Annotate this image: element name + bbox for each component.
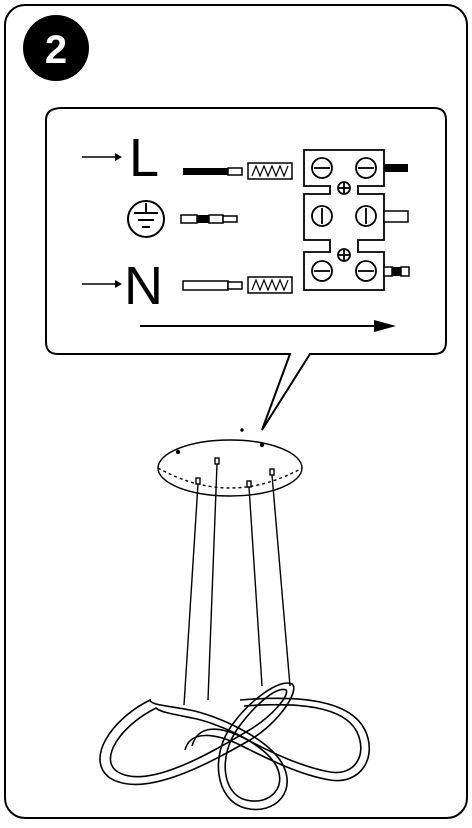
- direction-arrow: [140, 320, 396, 332]
- ground-row: [127, 200, 238, 238]
- ceiling-canopy: [157, 428, 303, 497]
- fixture-chandelier: [99, 428, 371, 811]
- suspension-cables: [183, 457, 291, 706]
- led-loops: [99, 682, 371, 811]
- arrow-right-icon: [82, 153, 122, 161]
- arrow-right-icon: [82, 280, 122, 288]
- step-badge: 2: [23, 15, 89, 81]
- neutral-connector-spring: [247, 276, 293, 294]
- live-wire: [183, 168, 228, 175]
- neutral-label: N: [124, 256, 163, 316]
- neutral-row: N: [82, 256, 293, 316]
- terminal-block: [303, 149, 385, 291]
- live-row: L: [82, 128, 293, 188]
- fixture-wires: [383, 164, 410, 277]
- ground-wire: [180, 214, 238, 224]
- ground-icon: [127, 200, 165, 238]
- neutral-wire: [182, 280, 229, 291]
- live-label: L: [129, 128, 159, 188]
- live-connector-spring: [247, 162, 293, 180]
- step-number: 2: [45, 28, 67, 72]
- terminal-screw-icon: [311, 157, 377, 282]
